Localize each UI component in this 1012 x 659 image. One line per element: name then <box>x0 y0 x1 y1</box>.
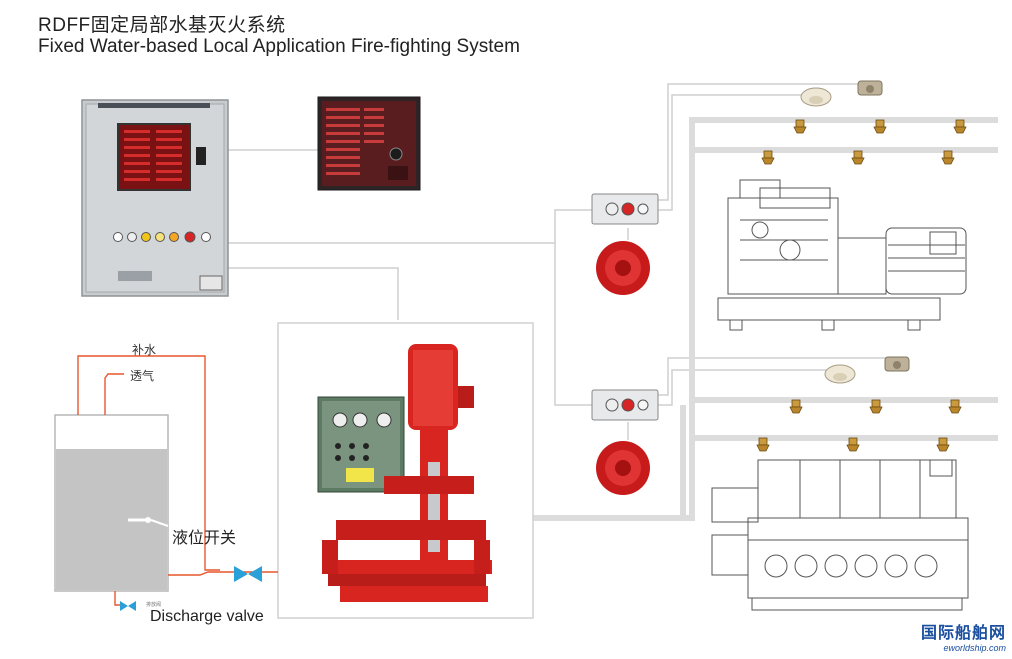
nozzle <box>793 119 807 134</box>
watermark-cn: 国际船舶网 <box>920 625 1006 642</box>
discharge-valve-label: Discharge valve <box>150 608 264 625</box>
alarm-bell-bottom <box>596 441 650 495</box>
watermark-en: eworldship.com <box>943 643 1006 653</box>
nozzle <box>789 399 803 414</box>
discharge-valve-icon <box>234 566 262 582</box>
watermark: 国际船舶网 eworldship.com <box>921 619 1006 653</box>
nozzle <box>756 437 770 452</box>
nozzle <box>941 150 955 165</box>
title-chinese: RDFF固定局部水基灭火系统 <box>38 15 286 36</box>
nozzle <box>851 150 865 165</box>
nozzle <box>873 119 887 134</box>
nozzle <box>936 437 950 452</box>
smoke-detector-top <box>800 87 832 107</box>
nozzle <box>761 150 775 165</box>
cabinet-buttons <box>113 231 211 243</box>
nozzle <box>953 119 967 134</box>
water-tank <box>54 414 169 592</box>
vent-label: 透气 <box>130 369 155 383</box>
makeup-water-label: 补水 <box>132 343 157 357</box>
signal-lines <box>228 83 888 440</box>
drain-valve-icon <box>120 601 136 611</box>
level-switch-label: 液位开关 <box>172 530 237 547</box>
nozzle <box>869 399 883 414</box>
nozzle <box>948 399 962 414</box>
alarm-bell-top <box>596 241 650 295</box>
title-english: Fixed Water-based Local Application Fire… <box>38 36 520 57</box>
drain-valve-small-label: 排放阀 <box>146 602 162 608</box>
manual-station-top <box>591 193 659 225</box>
engine-bottom <box>711 459 969 611</box>
nozzle <box>846 437 860 452</box>
heat-detector-top <box>857 80 883 96</box>
engine-top <box>717 179 967 331</box>
remote-panel <box>317 96 421 191</box>
smoke-detector-bottom <box>824 364 856 384</box>
manual-station-bottom <box>591 389 659 421</box>
nozzle-row-top <box>761 119 967 165</box>
control-cabinet <box>81 99 229 297</box>
water-pipes <box>529 117 998 521</box>
pump-unit <box>317 344 492 602</box>
heat-detector-bottom <box>884 356 910 372</box>
nozzle-row-bottom <box>756 399 962 452</box>
